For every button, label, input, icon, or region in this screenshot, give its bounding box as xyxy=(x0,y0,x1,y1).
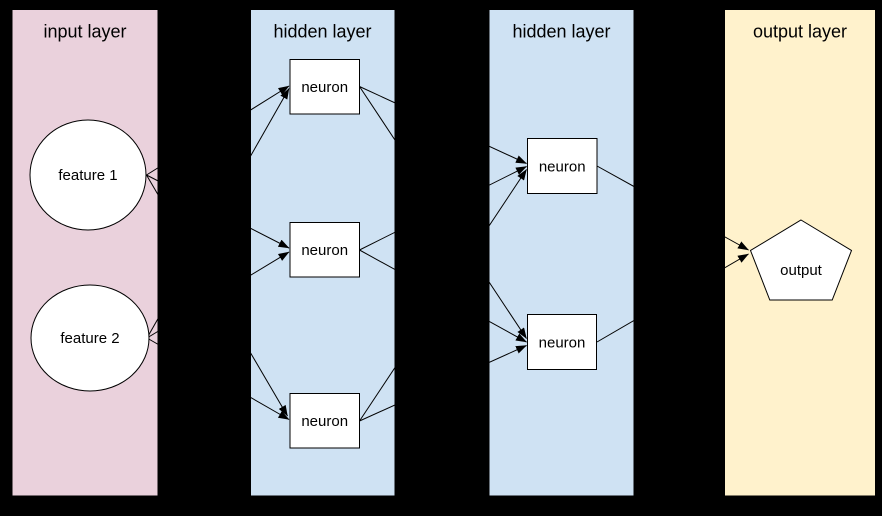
edge-h2n1-output xyxy=(596,165,749,251)
layer-title-hidden-1: hidden layer xyxy=(273,22,371,42)
edge-feature2-h1n1 xyxy=(146,88,290,339)
panel-hidden-layer-2 xyxy=(489,10,634,496)
node-feature-1 xyxy=(29,119,147,231)
node-h2-neuron-1-label: neuron xyxy=(539,159,586,176)
edge-h2n2-output xyxy=(596,253,749,343)
node-feature-2-label: feature 2 xyxy=(60,330,119,347)
node-h1-neuron-2-label: neuron xyxy=(301,242,348,259)
node-h1-neuron-1 xyxy=(289,59,360,115)
node-output-label: output xyxy=(780,262,823,279)
layer-title-hidden-2: hidden layer xyxy=(512,22,610,42)
edge-feature2-h1n3 xyxy=(146,337,290,420)
edge-feature1-h1n1 xyxy=(146,85,290,176)
edge-h1n3-h2n2 xyxy=(359,345,527,422)
panel-input-layer xyxy=(12,10,158,496)
edge-h1n1-h2n1 xyxy=(359,86,527,164)
node-feature-2 xyxy=(30,284,150,392)
node-h2-neuron-1 xyxy=(527,138,598,194)
layer-title-input: input layer xyxy=(43,22,126,42)
edge-feature2-h1n2 xyxy=(146,251,290,339)
node-h2-neuron-2-label: neuron xyxy=(539,335,586,352)
edge-feature1-h1n2 xyxy=(146,174,290,249)
edge-h1n2-h2n1 xyxy=(359,166,527,251)
node-h1-neuron-3 xyxy=(289,393,360,449)
node-h2-neuron-2 xyxy=(527,314,597,370)
edge-h1n3-h2n1 xyxy=(359,169,527,422)
node-feature-1-label: feature 1 xyxy=(58,167,117,184)
node-output xyxy=(749,219,853,301)
node-h1-neuron-2 xyxy=(289,222,360,278)
layer-title-output: output layer xyxy=(753,22,847,42)
edge-h1n1-h2n2 xyxy=(359,86,527,339)
node-h1-neuron-1-label: neuron xyxy=(301,79,348,96)
node-h1-neuron-3-label: neuron xyxy=(301,413,348,430)
